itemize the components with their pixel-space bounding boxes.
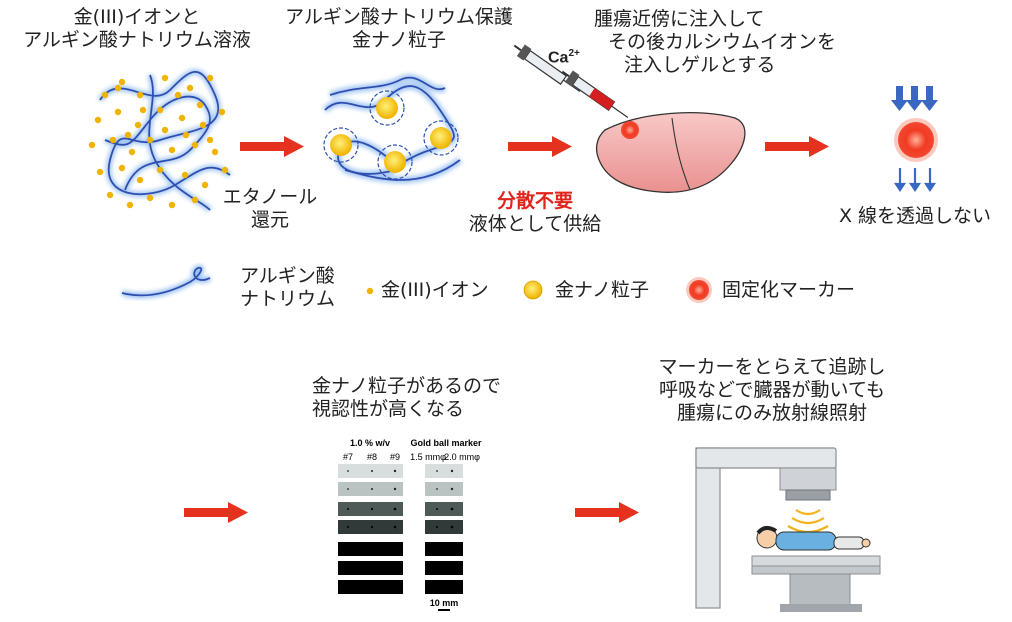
step2-label: アルギン酸ナトリウム保護 金ナノ粒子 <box>285 6 513 51</box>
legend-gold-nano-icon <box>523 280 543 300</box>
alginate-solution-illustration <box>88 68 232 213</box>
legend-gold-nano-label: 金ナノ粒子 <box>555 279 650 301</box>
xray-scale-bar <box>438 609 450 611</box>
arrow-1 <box>240 136 304 157</box>
liver-illustration <box>595 112 746 193</box>
legend-marker-label: 固定化マーカー <box>722 279 856 301</box>
xray-col-15mm: 1.5 mmφ <box>410 452 446 462</box>
step3-label: 腫瘍近傍に注入して その後カルシウムイオンを 注入しゲルとする <box>594 8 837 76</box>
arrow-4 <box>184 502 248 523</box>
visibility-label: 金ナノ粒子があるので 視認性が高くなる <box>312 375 502 420</box>
xray-image: 1.0 % w/v Gold ball marker #7 #8 #9 1.5 … <box>330 432 490 612</box>
legend-alginate-label: アルギン酸 ナトリウム <box>240 265 336 310</box>
arrow-2 <box>508 136 572 157</box>
arrow-5 <box>575 502 639 523</box>
xray-right-header: Gold ball marker <box>410 438 482 448</box>
xray-col-7: #7 <box>343 452 353 462</box>
legend-alginate-icon <box>121 264 212 299</box>
supply-label: 液体として供給 <box>468 213 602 235</box>
xray-col-8: #8 <box>367 452 377 462</box>
legend-gold-ion-icon <box>366 287 374 295</box>
reduction-label: エタノール 還元 <box>222 186 318 231</box>
xray-col-20mm: 2.0 mmφ <box>444 452 480 462</box>
gold-nanoparticles-illustration <box>322 74 463 184</box>
step1-label: 金(III)イオンと アルギン酸ナトリウム溶液 <box>23 6 251 51</box>
xray-left-header: 1.0 % w/v <box>350 438 390 448</box>
ca-ion-label: Ca2+ <box>548 48 580 67</box>
legend-marker-icon <box>689 280 709 300</box>
gold-syringe <box>561 70 629 118</box>
xray-marker-illustration <box>891 86 938 192</box>
radiotherapy-illustration <box>695 447 881 612</box>
xray-opaque-label: X 線を透過しない <box>838 205 992 227</box>
xray-col-9: #9 <box>390 452 400 462</box>
xray-scale-label: 10 mm <box>430 598 459 608</box>
dispersion-label: 分散不要 <box>496 190 573 212</box>
legend-gold-ion-label: 金(III)イオン <box>381 279 489 301</box>
arrow-3 <box>765 136 829 157</box>
tracking-label: マーカーをとらえて追跡し 呼吸などで臓器が動いても 腫瘍にのみ放射線照射 <box>658 356 886 424</box>
